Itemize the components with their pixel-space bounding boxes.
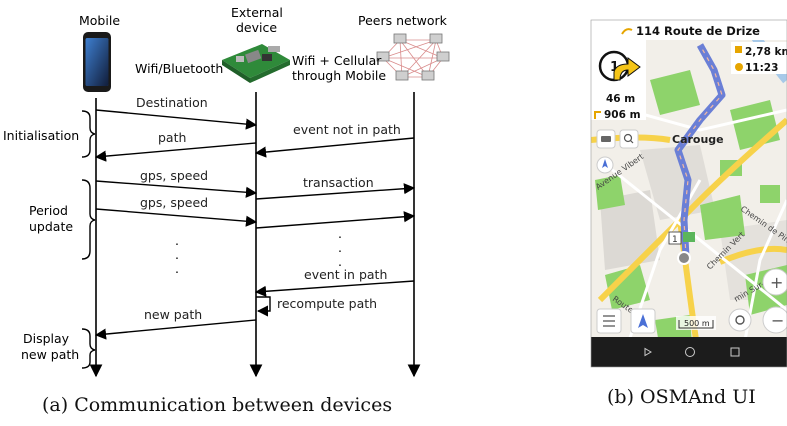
location-target-icon — [735, 315, 745, 325]
plus-icon: + — [770, 273, 783, 292]
ellipsis-dot: . — [175, 247, 179, 262]
search-button[interactable] — [619, 129, 639, 149]
sequence-diagram: Mobile External device Peers network — [3, 5, 450, 416]
msg-transaction-1: transaction — [303, 175, 374, 190]
phase-display-line2: new path — [21, 347, 79, 362]
msg-destination-arrow — [95, 109, 258, 130]
next-turn-icon — [594, 111, 601, 119]
msg-recompute-path-loop — [256, 296, 271, 317]
smartphone-icon — [83, 32, 111, 92]
recents-button[interactable] — [730, 347, 740, 357]
msg-gps-speed-2: gps, speed — [140, 195, 208, 210]
ellipsis-dot: . — [175, 261, 179, 276]
scale-bar — [678, 320, 714, 329]
ellipsis-dot: . — [338, 254, 342, 269]
search-icon — [623, 133, 633, 143]
compass-icon — [602, 159, 608, 168]
next-distance: 906 m — [604, 109, 641, 121]
msg-new-path: new path — [144, 307, 202, 322]
phase-braces — [81, 110, 96, 369]
home-button[interactable] — [685, 347, 695, 357]
header-external-line2: device — [236, 20, 277, 35]
android-nav-bar — [591, 337, 787, 367]
wifi-bluetooth-label: Wifi/Bluetooth — [135, 61, 223, 76]
msg-path: path — [158, 130, 186, 145]
msg-gps-speed-1-arrow — [95, 180, 258, 198]
zoom-out-button[interactable] — [762, 306, 787, 334]
msg-path-arrow — [94, 142, 257, 162]
street-name: 114 Route de Drize — [636, 24, 760, 38]
phase-period-line1: Period — [29, 203, 68, 218]
city-label: Carouge — [672, 133, 724, 146]
msg-transaction-1-arrow — [255, 183, 416, 200]
msg-transaction-2-arrow — [255, 211, 416, 229]
back-button[interactable] — [644, 347, 652, 357]
msg-gps-speed-1: gps, speed — [140, 168, 208, 183]
turn-distance: 46 m — [606, 93, 635, 105]
ellipsis-dot: . — [338, 240, 342, 255]
ellipsis-dot: . — [338, 226, 342, 241]
caption-a: (a) Communication between devices — [42, 394, 392, 416]
scale-bar-bg — [676, 316, 716, 330]
msg-event-not-in-path: event not in path — [293, 122, 401, 137]
my-location-button[interactable] — [728, 308, 752, 332]
remaining-distance: 2,78 km — [745, 46, 787, 58]
msg-event-not-in-path-arrow — [254, 137, 415, 158]
turn-arrow-icon — [613, 57, 641, 81]
msg-gps-speed-2-arrow — [95, 208, 258, 227]
destination-flag-icon — [683, 232, 695, 242]
msg-recompute-path: recompute path — [277, 296, 377, 311]
header-peers: Peers network — [358, 13, 448, 28]
street-banner — [591, 20, 787, 40]
msg-event-in-path: event in path — [304, 267, 387, 282]
turn-number: 1 — [610, 60, 619, 75]
clock-icon — [735, 63, 743, 71]
wifi-cellular-label-line1: Wifi + Cellular — [292, 53, 382, 68]
msg-event-in-path-arrow — [254, 280, 415, 297]
ellipsis-dot: . — [175, 233, 179, 248]
hamburger-icon — [603, 315, 615, 327]
msg-new-path-arrow — [94, 319, 257, 340]
osmand-screenshot: 1 Avenue Vibert Chemin de Pinchat Chemin… — [590, 19, 787, 408]
finish-flag-icon — [735, 46, 742, 53]
phase-initialisation: Initialisation — [3, 128, 79, 143]
turn-small-icon — [621, 28, 633, 35]
msg-destination: Destination — [136, 95, 208, 110]
navigation-arrow-icon — [638, 314, 648, 328]
eta-time: 11:23 — [745, 62, 778, 74]
minus-icon: − — [771, 311, 784, 330]
phase-display-line1: Display — [23, 331, 70, 346]
wifi-cellular-label-line2: through Mobile — [292, 68, 386, 83]
scale-label: 500 m — [684, 319, 710, 328]
road-marker: 1 — [672, 235, 678, 245]
header-external-line1: External — [231, 5, 283, 20]
caption-b: (b) OSMAnd UI — [607, 386, 756, 408]
raspberry-pi-board-icon — [222, 44, 290, 83]
phase-period-line2: update — [29, 219, 73, 234]
zoom-in-button[interactable] — [762, 268, 787, 296]
current-position-marker — [677, 251, 691, 265]
header-mobile: Mobile — [79, 13, 120, 28]
computer-icons — [376, 33, 450, 81]
